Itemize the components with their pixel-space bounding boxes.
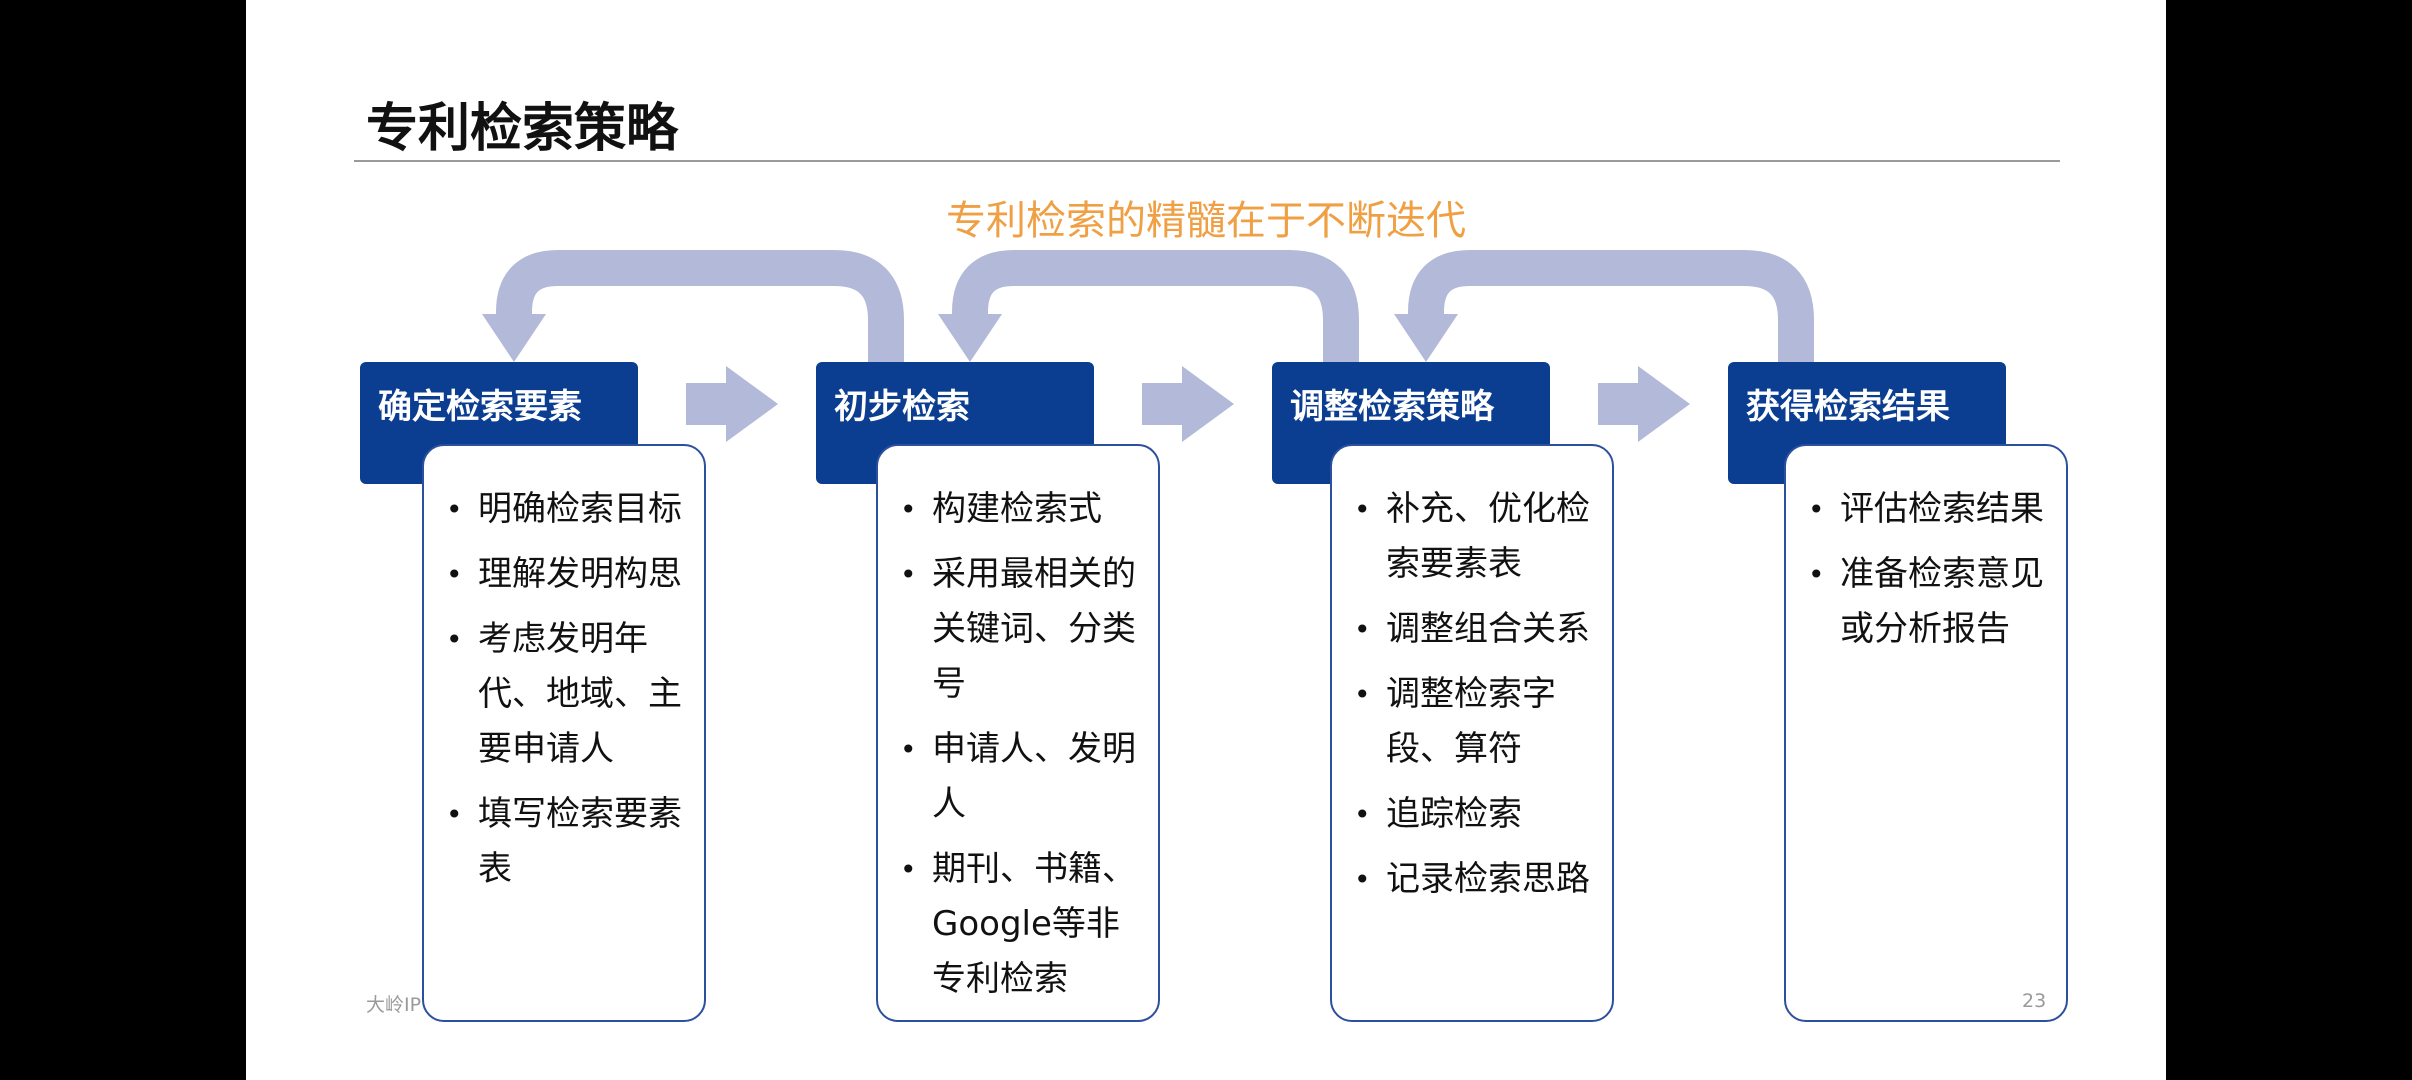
bullet-item: 记录检索思路 xyxy=(1352,852,1596,907)
bullet-item: 评估检索结果 xyxy=(1806,482,2050,537)
slide-title: 专利检索策略 xyxy=(366,99,679,159)
bullet-item: 理解发明构思 xyxy=(444,547,688,602)
loop-arrow-icon-3 xyxy=(1394,250,1814,362)
page-number: 23 xyxy=(2022,990,2047,1012)
bullet-item: 调整检索字段、算符 xyxy=(1352,667,1596,777)
footer-brand: 大岭IP xyxy=(366,994,422,1016)
right-arrow-icon-1 xyxy=(686,366,778,442)
flow-arrows xyxy=(482,250,1814,442)
step-box-4: 评估检索结果 准备检索意见或分析报告 xyxy=(1784,444,2068,1022)
step-heading-4: 获得检索结果 xyxy=(1728,362,2006,484)
bullet-item: 构建检索式 xyxy=(898,482,1142,537)
bullet-item: 补充、优化检索要素表 xyxy=(1352,482,1596,592)
bullet-item: 准备检索意见或分析报告 xyxy=(1806,547,2050,657)
bullet-item: 考虑发明年代、地域、主要申请人 xyxy=(444,612,688,777)
slide-subtitle: 专利检索的精髓在于不断迭代 xyxy=(946,198,1466,244)
bullet-item: 申请人、发明人 xyxy=(898,722,1142,832)
loop-arrow-icon-2 xyxy=(938,250,1359,362)
bullet-item: 采用最相关的关键词、分类号 xyxy=(898,547,1142,712)
right-arrow-icon-3 xyxy=(1598,366,1690,442)
slide: 专利检索策略 专利检索的精髓在于不断迭代 确定检索要素 明确检索目标 理解发明构… xyxy=(246,0,2166,1080)
title-divider xyxy=(354,160,2060,162)
step-box-2: 构建检索式 采用最相关的关键词、分类号 申请人、发明人 期刊、书籍、Google… xyxy=(876,444,1160,1022)
bullet-item: 期刊、书籍、Google等非专利检索 xyxy=(898,842,1142,1007)
step-box-1: 明确检索目标 理解发明构思 考虑发明年代、地域、主要申请人 填写检索要素表 xyxy=(422,444,706,1022)
right-arrow-icon-2 xyxy=(1142,366,1234,442)
loop-arrow-icon-1 xyxy=(482,250,904,362)
step-box-3: 补充、优化检索要素表 调整组合关系 调整检索字段、算符 追踪检索 记录检索思路 xyxy=(1330,444,1614,1022)
bullet-item: 明确检索目标 xyxy=(444,482,688,537)
bullet-item: 填写检索要素表 xyxy=(444,787,688,897)
bullet-item: 调整组合关系 xyxy=(1352,602,1596,657)
bullet-item: 追踪检索 xyxy=(1352,787,1596,842)
